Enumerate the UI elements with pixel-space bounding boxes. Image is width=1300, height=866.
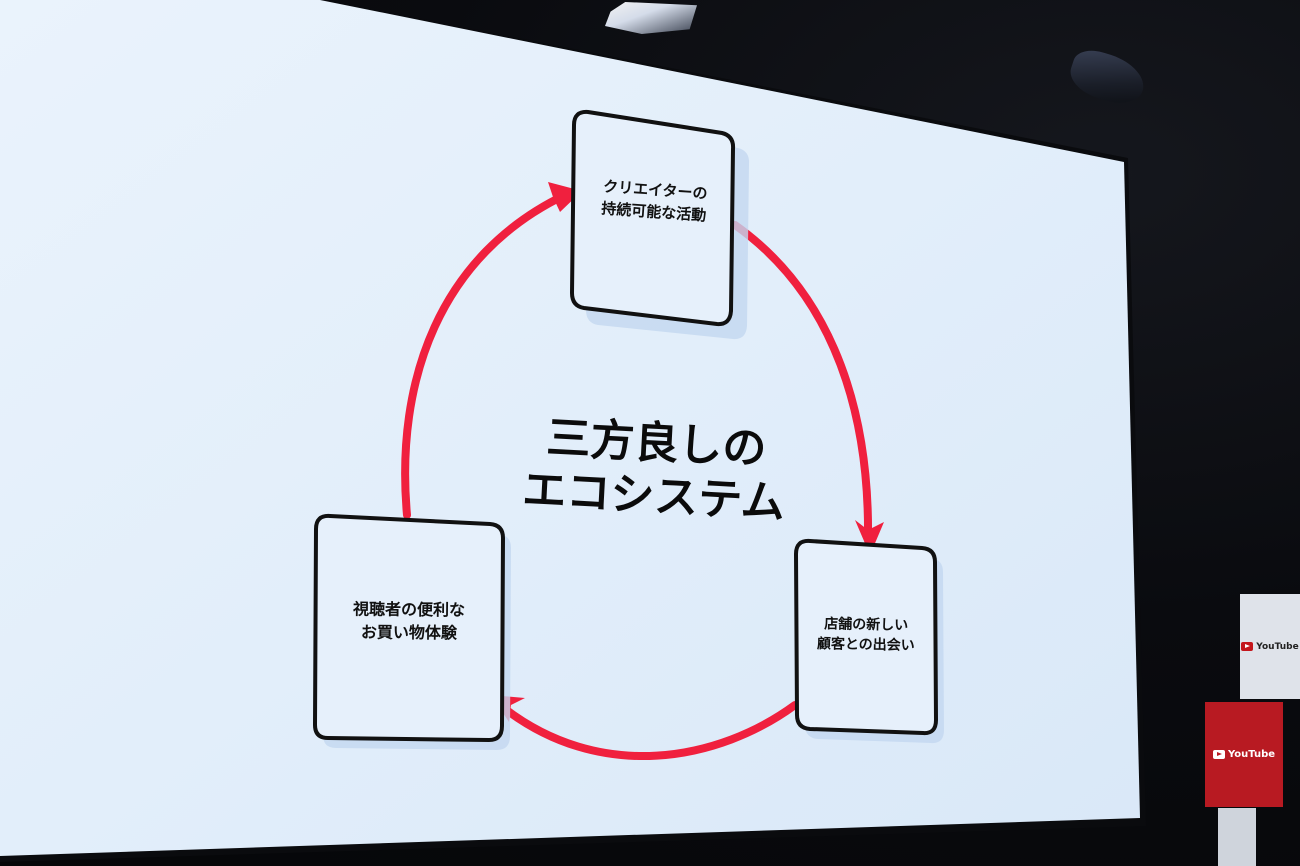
youtube-logo-icon [1241,642,1254,651]
youtube-logo-icon [1212,750,1225,759]
node-viewer [312,513,506,743]
arrow-creator-to-store [731,221,873,544]
arrow-viewer-to-creator [401,191,569,519]
small-sign [1218,808,1256,866]
slide-title: 三方良しの エコシステム [521,412,787,529]
venue-signage: YouTube YouTube [1200,590,1300,866]
node-store-label: 店舗の新しい 顧客との出会い [816,616,915,655]
arrow-store-to-viewer [496,701,799,760]
projector-light [605,2,697,34]
youtube-sign-white: YouTube [1240,594,1300,699]
cycle-arrows [401,191,873,760]
node-creator [569,109,736,327]
youtube-sign-red: YouTube [1205,702,1283,807]
node-viewer-label: 視聴者の便利な お買い物体験 [353,599,466,643]
node-store [793,538,939,736]
